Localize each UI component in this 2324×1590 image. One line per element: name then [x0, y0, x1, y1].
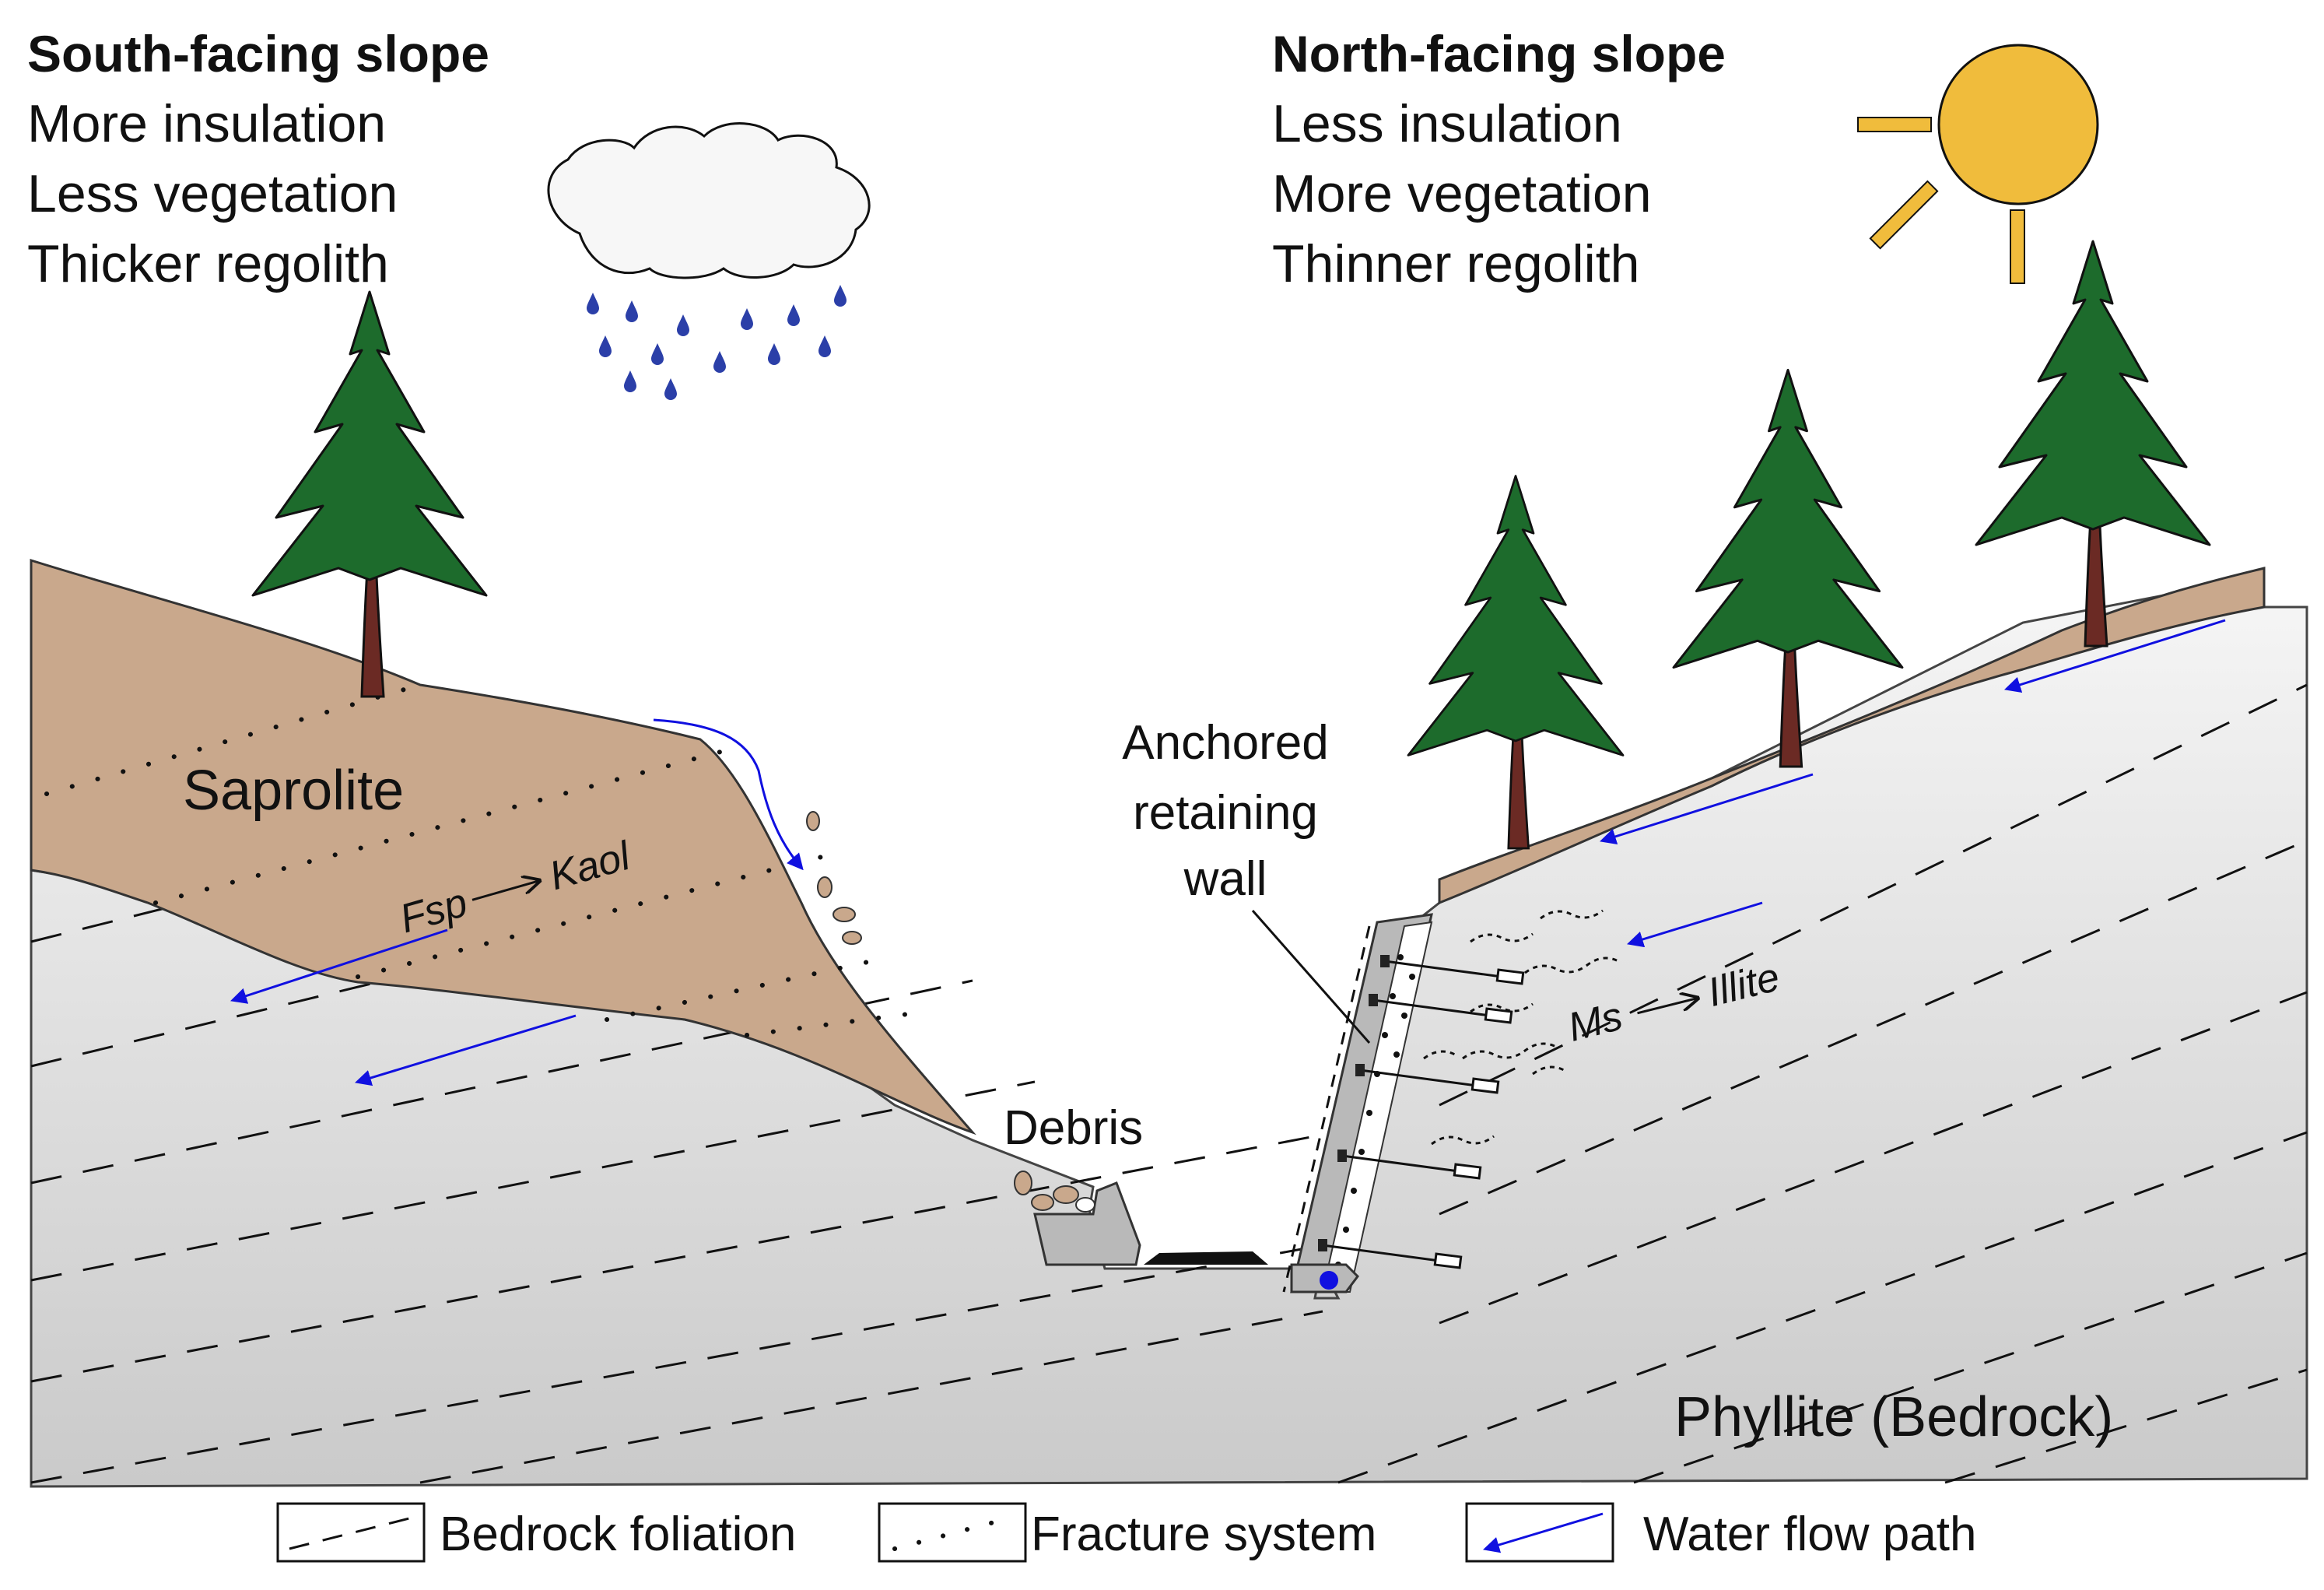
legend-fracture-swatch — [878, 1502, 1027, 1563]
water-arrow — [653, 718, 804, 871]
wall-dashed-face — [1282, 925, 1371, 1293]
tree-icon — [1407, 475, 1625, 850]
debris-rocks — [806, 811, 1095, 1213]
regolith-right — [1438, 567, 2266, 905]
legend-foliation-swatch — [276, 1502, 426, 1563]
transform-arrow — [471, 881, 540, 901]
north-slope-line-2: More vegetation — [1272, 164, 1652, 223]
transform-arrow — [1637, 998, 1698, 1015]
legend-foliation-label: Bedrock foliation — [440, 1508, 796, 1561]
fracture-lines — [44, 683, 928, 1037]
road-surface — [1144, 1251, 1268, 1265]
sun-icon — [1857, 44, 2099, 284]
south-slope-line-1: More insulation — [27, 94, 386, 153]
legend: Bedrock foliation Fracture system Water … — [276, 1502, 1976, 1563]
tree-icon — [1975, 240, 2211, 648]
rain-drops — [587, 285, 847, 400]
water-arrow — [1599, 773, 1814, 844]
water-arrow — [230, 928, 448, 1004]
wall-label-line-2: retaining — [1133, 786, 1318, 840]
wall-label-line-1: Anchored — [1122, 716, 1328, 770]
wall-leader-line — [1251, 910, 1371, 1044]
south-slope-heading: South-facing slope — [27, 25, 489, 82]
wall-label-line-3: wall — [1183, 852, 1267, 906]
bedrock-label: Phyllite (Bedrock) — [1674, 1386, 2113, 1448]
bedrock-foliation-lines — [30, 683, 2308, 1484]
alteration-squiggles — [1423, 909, 1619, 1146]
drain-pipe — [1320, 1271, 1338, 1290]
saprolite-label: Saprolite — [183, 760, 404, 822]
water-arrow — [354, 1014, 577, 1086]
drain-channel — [1033, 1181, 1141, 1266]
legend-fracture-label: Fracture system — [1031, 1508, 1376, 1561]
tree-icon — [251, 290, 488, 698]
south-slope-line-3: Thicker regolith — [27, 234, 389, 293]
north-slope-line-1: Less insulation — [1272, 94, 1622, 153]
water-flow-paths — [230, 619, 2226, 1086]
water-arrow — [2003, 619, 2226, 693]
water-arrow — [1626, 901, 1763, 948]
cloud-icon — [547, 122, 871, 279]
legend-water-label: Water flow path — [1643, 1508, 1976, 1561]
north-slope-heading: North-facing slope — [1272, 25, 1726, 82]
north-slope-line-3: Thinner regolith — [1272, 234, 1639, 293]
south-slope-line-2: Less vegetation — [27, 164, 398, 223]
debris-label: Debris — [1004, 1101, 1143, 1155]
